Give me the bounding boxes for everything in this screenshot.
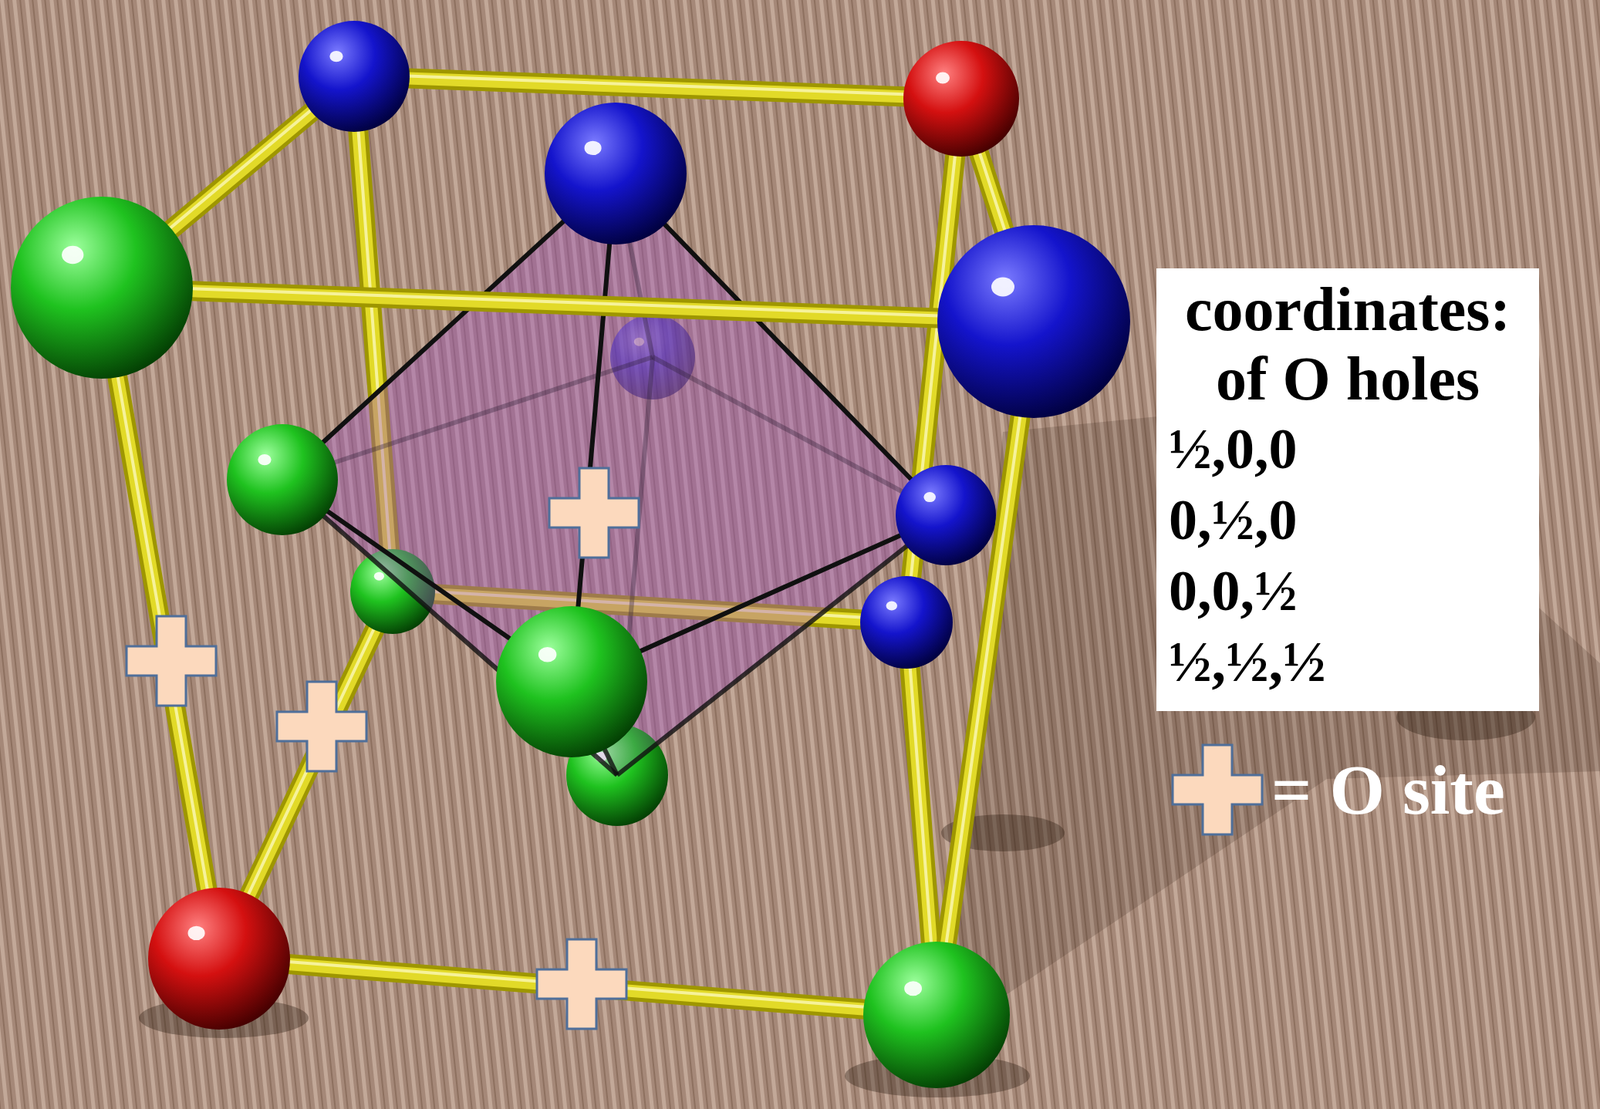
o-site-mark <box>126 616 217 706</box>
legend: = O site <box>1166 739 1506 841</box>
yellow-rod <box>354 74 962 99</box>
coordinate-line: ½,½,½ <box>1168 626 1527 698</box>
yellow-rod <box>101 285 220 959</box>
green-sphere <box>10 196 193 379</box>
o-site-mark <box>276 681 367 772</box>
coordinates-box: coordinates: of O holes½,0,00,½,00,0,½½,… <box>1156 268 1540 712</box>
red-sphere <box>148 887 291 1030</box>
green-sphere <box>496 606 648 758</box>
blue-sphere <box>895 465 996 566</box>
blue-sphere <box>544 102 687 245</box>
blue-sphere <box>937 225 1131 419</box>
yellow-rod <box>101 285 1034 322</box>
coordinate-line: 0,½,0 <box>1168 484 1527 556</box>
legend-row: = O site <box>1166 739 1506 841</box>
octahedron-edge <box>615 173 946 516</box>
green-sphere <box>863 941 1010 1089</box>
legend-text: = O site <box>1271 749 1506 831</box>
o-site-mark <box>536 939 627 1030</box>
octahedron-edge <box>571 173 616 682</box>
yellow-rod <box>936 319 1034 1016</box>
blue-sphere <box>298 20 410 132</box>
blue-sphere <box>860 576 953 669</box>
o-site-swatch <box>1166 739 1269 841</box>
red-sphere <box>903 40 1020 157</box>
coordinate-line: 0,0,½ <box>1168 555 1527 627</box>
octahedron-edge <box>617 515 946 776</box>
box-heading: coordinates: of O holes <box>1168 274 1527 414</box>
coordinate-line: ½,0,0 <box>1168 413 1527 485</box>
green-sphere <box>226 424 338 536</box>
o-site-mark <box>549 468 639 558</box>
